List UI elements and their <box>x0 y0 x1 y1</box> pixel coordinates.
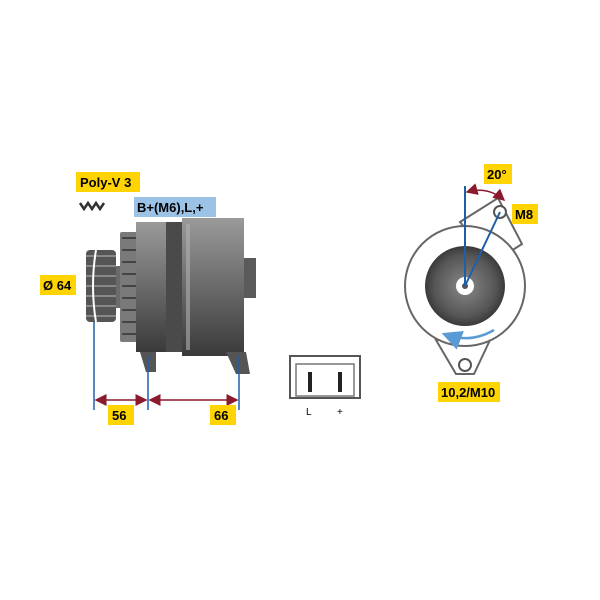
pin-l-label: L <box>306 407 312 418</box>
pin-plus-label: + <box>337 407 343 418</box>
diameter-label-bg <box>40 275 76 295</box>
housing-band <box>166 222 182 352</box>
rear-cap <box>244 258 256 298</box>
pin-l <box>308 372 312 392</box>
connector-plug: L + <box>289 355 361 418</box>
side-view: Poly-V 3 B+(M6),L,+ Ø 64 56 66 <box>40 172 256 425</box>
dim-66-label: 66 <box>214 408 228 423</box>
terminal-label: B+(M6),L,+ <box>137 200 204 215</box>
pulley <box>86 249 124 323</box>
angle-label: 20° <box>487 167 507 182</box>
lower-bolt-hole <box>458 358 472 372</box>
poly-v-label: Poly-V 3 <box>80 175 131 190</box>
mounting-foot-rear <box>226 352 250 374</box>
mount-label: 10,2/M10 <box>441 385 495 400</box>
angle-arc <box>465 183 506 201</box>
dim-56-label-bg <box>108 405 134 425</box>
rotation-arrow <box>441 328 495 350</box>
angle-label-bg <box>484 164 512 184</box>
diameter-label: Ø 64 <box>43 278 72 293</box>
terminal-label-bg <box>134 197 216 217</box>
housing-rear <box>182 218 244 356</box>
pin-plus <box>338 372 342 392</box>
poly-v-label-bg <box>76 172 140 192</box>
front-fan <box>120 232 140 342</box>
dim-56-label: 56 <box>112 408 126 423</box>
dim-66-label-bg <box>210 405 236 425</box>
angled-axis-line <box>464 211 501 287</box>
poly-v-belt-icon <box>78 200 106 212</box>
bolt-label-bg <box>512 204 538 224</box>
mount-label-bg <box>438 382 500 402</box>
rear-view: 20° M8 10,2/M10 <box>404 164 538 402</box>
bolt-label: M8 <box>515 207 533 222</box>
